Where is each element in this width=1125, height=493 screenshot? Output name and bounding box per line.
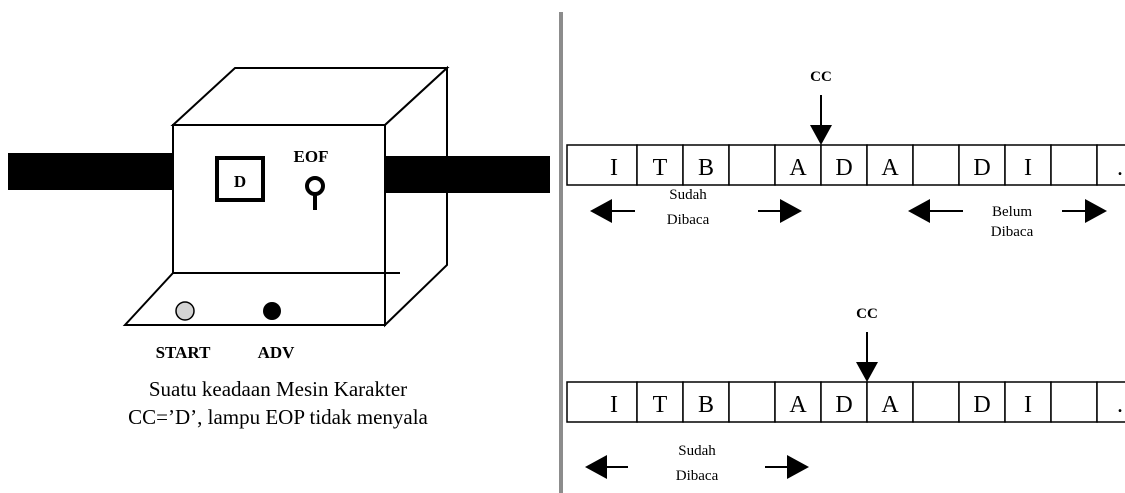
tape-cell [728,381,776,423]
cc-label: CC [810,69,832,85]
tape-cell [682,381,730,423]
tape-cell [1050,381,1098,423]
sudah-label: Sudah [678,443,716,459]
caption-line-2: CC=’D’, lampu EOP tidak menyala [128,405,428,429]
tape-cell [1050,144,1098,186]
eof-label: EOF [294,147,329,166]
character-window [215,156,265,202]
tape-cell [820,381,868,423]
tape-cell-char: D [973,392,990,418]
start-label: START [156,343,211,362]
tape-cell [866,144,914,186]
belum-dibaca-right-arrow [1062,199,1107,223]
tape-cell-char: D [835,155,852,181]
tape-cell-char: T [653,155,668,181]
dibaca-label: Dibaca [676,468,719,484]
tape-band-right-visible [385,156,550,193]
tape-cell [820,144,868,186]
dibaca-label: Dibaca [667,212,710,228]
tape-cell-char: I [610,155,618,181]
sudah-label: Sudah [669,187,707,203]
window-char: D [234,172,246,191]
tape-cell [866,381,914,423]
cc-pointer-arrow [856,332,878,382]
tape-cell [566,381,638,423]
tape-cell-char: I [1024,392,1032,418]
sudah-dibaca-left-arrow [585,455,628,479]
belum-label: Belum [992,204,1032,220]
dibaca-label: Dibaca [991,224,1034,240]
tape-cell [728,144,776,186]
divider [559,12,563,493]
tape-cell-char: A [789,155,807,181]
eof-lamp [305,176,325,196]
tape-cell [1096,144,1125,186]
tape-cell [912,381,960,423]
tape-cell [1004,144,1052,186]
tape-cell [774,381,822,423]
sudah-dibaca-left-arrow [590,199,635,223]
tape-cell [1096,381,1125,423]
sudah-dibaca-right-arrow [765,455,809,479]
machine-base [122,272,386,326]
adv-button[interactable] [263,302,281,320]
tape-cell [566,144,638,186]
tape-cell [958,144,1006,186]
tape-cell-char: B [698,392,714,418]
cc-label: CC [856,306,878,322]
tape-cell-char: B [698,155,714,181]
tape-cell-char: A [789,392,807,418]
tape-cell [912,144,960,186]
cc-pointer-arrow [810,95,832,145]
adv-label: ADV [258,343,296,362]
machine-illustration: D EOF START ADV Suatu keadaan Mesin Kara… [8,65,550,429]
tape-cell-char: D [973,155,990,181]
start-button[interactable] [175,301,195,321]
machine-front-face [172,124,386,274]
tape-cell [774,144,822,186]
caption-line-1: Suatu keadaan Mesin Karakter [149,377,407,401]
tape-band-left [8,153,175,190]
belum-dibaca-left-arrow [908,199,963,223]
tape-cell-char: A [881,392,899,418]
tape-cell-char: T [653,392,668,418]
tape-cell-char: . [1117,392,1123,418]
sudah-dibaca-right-arrow [758,199,802,223]
tape-cell-char: A [881,155,899,181]
tape-cell-char: . [1117,155,1123,181]
tape-cell-char: I [1024,155,1032,181]
tape-cell [682,144,730,186]
tape-cell-char: I [610,392,618,418]
tape-cell-char: D [835,392,852,418]
